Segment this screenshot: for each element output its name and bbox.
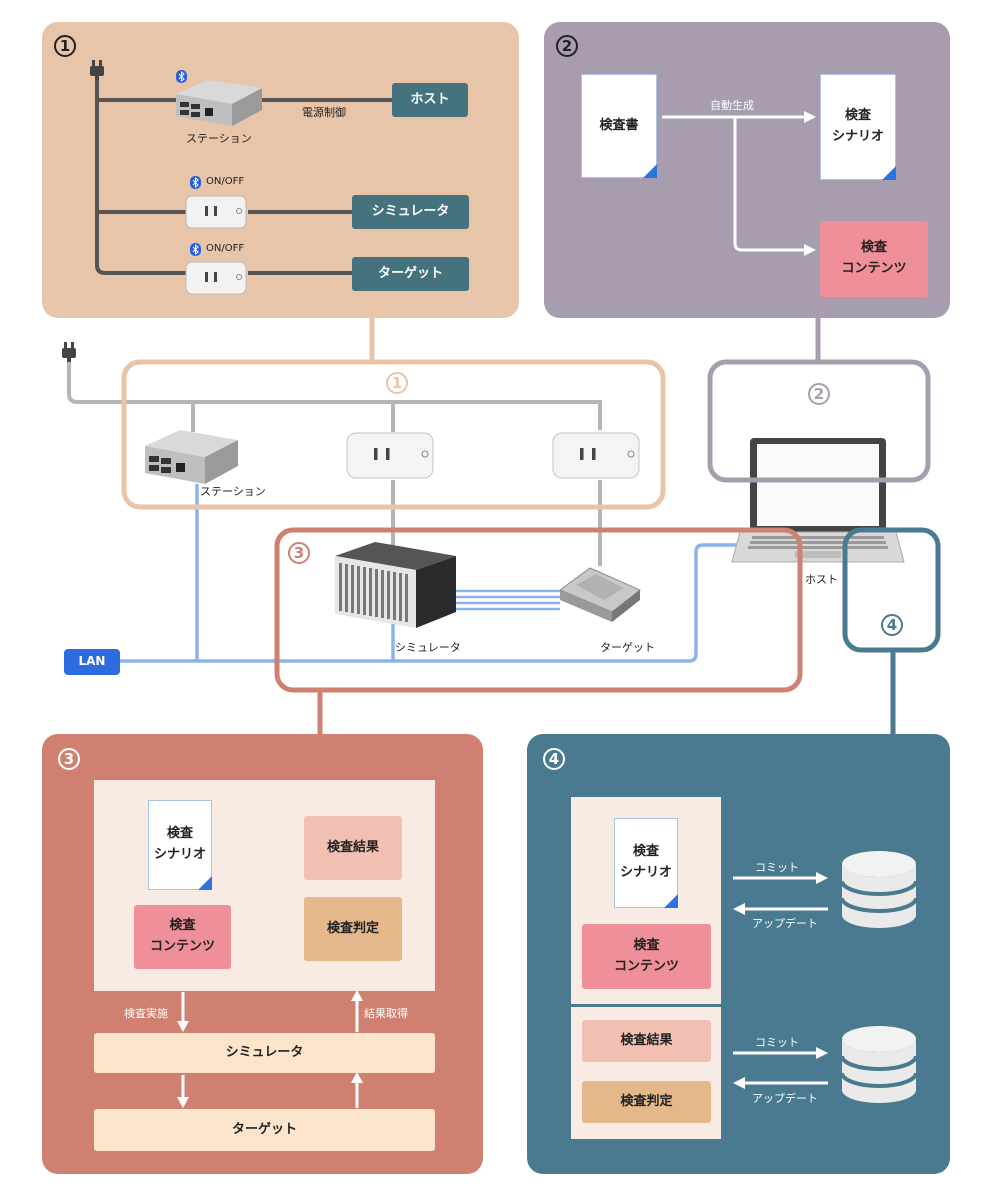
target-box: ターゲット <box>352 257 469 291</box>
station-device-icon <box>145 430 238 484</box>
result-box: 検査結果 <box>582 1020 711 1062</box>
step-badge-4-middle: 4 <box>881 614 903 636</box>
bluetooth-icon <box>176 70 187 83</box>
step-badge-4: 4 <box>543 748 565 770</box>
lan-badge: LAN <box>64 649 120 675</box>
step-badge-3: 3 <box>58 748 80 770</box>
bluetooth-icon <box>190 176 201 189</box>
step-badge-3-middle: 3 <box>288 542 310 564</box>
result-box: 検査結果 <box>304 816 402 880</box>
database-icon <box>840 1026 918 1103</box>
contents-box: 検査 コンテンツ <box>820 221 928 297</box>
plug-icon <box>90 60 104 80</box>
smart-plug-icon <box>185 195 247 229</box>
commit-label: コミット <box>755 1036 799 1049</box>
spec-document: 検査書 <box>581 74 657 178</box>
middle-simulator-label: シミュレータ <box>395 641 461 654</box>
middle-station-label: ステーション <box>200 485 266 498</box>
contents-box: 検査 コンテンツ <box>582 924 711 989</box>
bluetooth-icon <box>190 243 201 256</box>
update-label: アップデート <box>752 917 818 930</box>
auto-generation-label: 自動生成 <box>710 99 754 112</box>
station-device-icon <box>176 80 262 126</box>
host-box: ホスト <box>392 83 468 117</box>
step-badge-2: 2 <box>556 35 578 57</box>
step-badge-1-middle: 1 <box>386 372 408 394</box>
plug-icon <box>62 342 76 362</box>
target-ecu-icon <box>558 567 641 622</box>
run-test-label: 検査実施 <box>124 1007 168 1020</box>
judgement-box: 検査判定 <box>304 897 402 961</box>
step-badge-1: 1 <box>54 35 76 57</box>
target-bar: ターゲット <box>94 1109 435 1151</box>
smart-plug-icon <box>346 432 434 479</box>
onoff-label-target: ON/OFF <box>206 243 245 254</box>
fetch-result-label: 結果取得 <box>364 1007 408 1020</box>
smart-plug-icon <box>185 261 247 295</box>
simulator-rack-icon <box>335 542 456 628</box>
scenario-document: 検査 シナリオ <box>614 818 678 908</box>
onoff-label-simulator: ON/OFF <box>206 176 245 187</box>
station-label: ステーション <box>186 132 252 145</box>
step-badge-2-middle: 2 <box>808 383 830 405</box>
contents-box: 検査 コンテンツ <box>134 905 231 969</box>
smart-plug-icon <box>552 432 640 479</box>
middle-target-label: ターゲット <box>600 641 655 654</box>
commit-label: コミット <box>755 861 799 874</box>
database-icon <box>840 851 918 928</box>
update-label: アップデート <box>752 1092 818 1105</box>
judgement-box: 検査判定 <box>582 1081 711 1123</box>
laptop-icon <box>731 438 905 563</box>
simulator-bar: シミュレータ <box>94 1033 435 1073</box>
scenario-document: 検査 シナリオ <box>820 74 896 180</box>
scenario-document: 検査 シナリオ <box>148 800 212 890</box>
simulator-box: シミュレータ <box>352 195 469 229</box>
power-control-label: 電源制御 <box>302 106 346 119</box>
middle-host-label: ホスト <box>805 573 838 586</box>
